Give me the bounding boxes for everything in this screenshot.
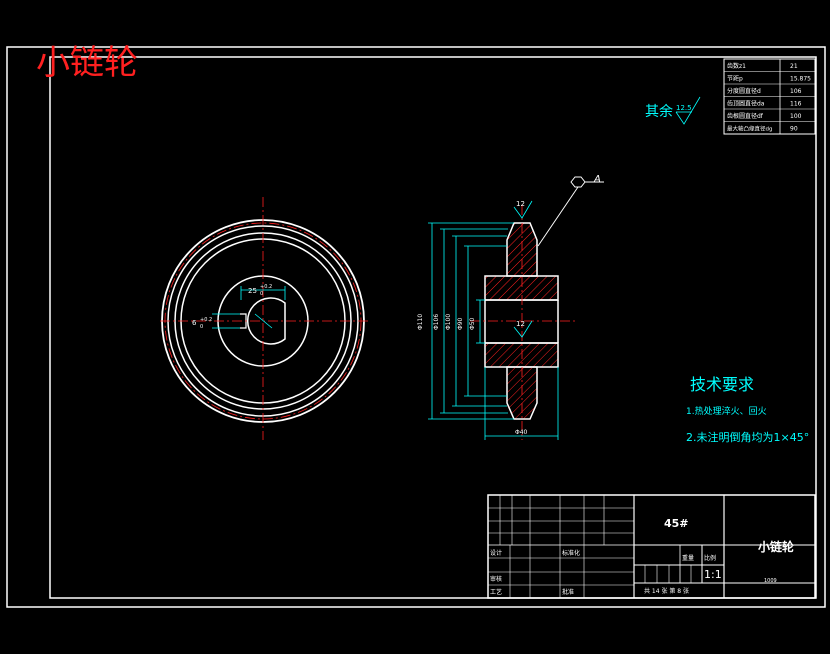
drawing-no: 1009 bbox=[764, 578, 777, 584]
param-label-1: 节距p bbox=[727, 75, 743, 83]
section-view: Φ110 Φ106 Φ100 Φ90 Φ50 Φ40 12 12 A bbox=[417, 174, 604, 440]
param-value-4: 100 bbox=[790, 113, 802, 120]
tech-item-1: 1.热处理淬火、回火 bbox=[686, 405, 767, 417]
param-label-0: 齿数z1 bbox=[727, 62, 746, 70]
params-table: 齿数z1 21 节距p 15.875 分度圆直径d 106 齿顶圆直径da 11… bbox=[723, 58, 816, 135]
watermark-title: 小链轮 bbox=[36, 43, 138, 83]
depth-tol-upper: +0.2 bbox=[200, 317, 212, 323]
param-label-2: 分度圆直径d bbox=[727, 87, 761, 95]
inner-border bbox=[49, 56, 817, 599]
title-block: 45# 小链轮 重量 比例 1:1 设计 标准化 审核 工艺 批准 共 14 张… bbox=[487, 494, 816, 599]
roughness-note: 其余 12.5 bbox=[645, 96, 701, 125]
tooth-width: 12 bbox=[516, 200, 525, 208]
standard-label: 标准化 bbox=[562, 549, 580, 557]
param-label-4: 齿根圆直径df bbox=[727, 112, 764, 120]
hub-width: Φ40 bbox=[515, 429, 528, 436]
dia-50: Φ50 bbox=[469, 317, 476, 330]
approve-label: 批准 bbox=[562, 588, 574, 596]
front-view: 25 +0.2 0 6 +0.2 0 bbox=[160, 197, 370, 440]
keyway-tol-lower: 0 bbox=[260, 291, 263, 297]
roughness-prefix: 其余 bbox=[645, 103, 673, 120]
keyway-tol-upper: +0.2 bbox=[260, 284, 272, 290]
tech-title: 技术要求 bbox=[690, 375, 754, 394]
keyway-depth: 6 bbox=[192, 319, 197, 327]
part-name: 小链轮 bbox=[758, 539, 795, 554]
dia-110: Φ110 bbox=[417, 314, 424, 330]
sheet-text: 共 14 张 第 8 张 bbox=[644, 587, 689, 595]
bore-roughness: 12 bbox=[516, 320, 525, 328]
dia-100: Φ100 bbox=[445, 314, 452, 330]
param-label-5: 最大轴凸缘直径dg bbox=[727, 125, 772, 133]
review-label: 审核 bbox=[490, 575, 502, 583]
dia-106: Φ106 bbox=[433, 314, 440, 330]
scale-label: 比例 bbox=[704, 554, 716, 562]
dia-90: Φ90 bbox=[457, 317, 464, 330]
param-label-3: 齿顶圆直径da bbox=[727, 100, 765, 108]
roughness-value: 12.5 bbox=[676, 104, 692, 112]
tech-requirements: 技术要求 1.热处理淬火、回火 2.未注明倒角均为1×45° bbox=[686, 375, 809, 444]
keyway-width: 25 bbox=[248, 287, 257, 295]
tolerance-datum: A bbox=[593, 174, 601, 185]
process-label: 工艺 bbox=[490, 588, 502, 596]
tech-item-2: 2.未注明倒角均为1×45° bbox=[686, 430, 809, 444]
param-value-1: 15.875 bbox=[790, 76, 811, 83]
param-value-3: 116 bbox=[790, 101, 802, 108]
param-value-0: 21 bbox=[790, 63, 798, 70]
outer-border bbox=[6, 46, 826, 608]
scale-value: 1:1 bbox=[704, 568, 722, 581]
depth-tol-lower: 0 bbox=[200, 324, 203, 330]
weight-label: 重量 bbox=[682, 554, 694, 562]
param-value-2: 106 bbox=[790, 88, 802, 95]
material: 45# bbox=[664, 517, 689, 530]
design-label: 设计 bbox=[490, 549, 502, 557]
param-value-5: 90 bbox=[790, 126, 798, 133]
